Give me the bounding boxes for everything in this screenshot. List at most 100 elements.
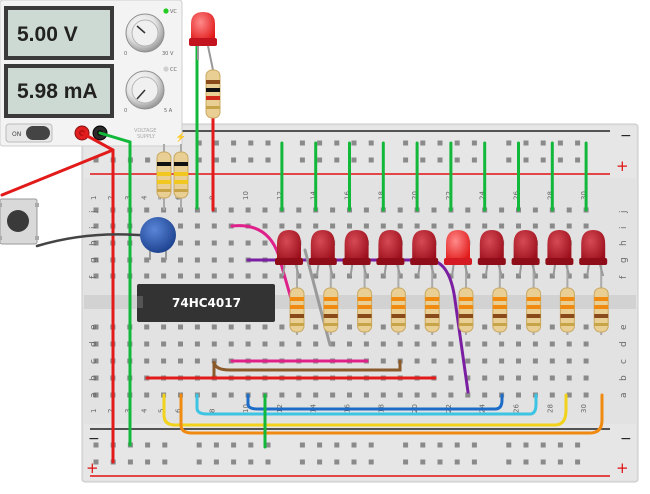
rail-hole[interactable] [213,140,219,146]
rail-hole[interactable] [231,459,237,465]
rail-hole[interactable] [317,157,323,163]
hole[interactable] [144,273,150,279]
hole[interactable] [516,358,521,364]
hole[interactable] [482,341,488,347]
hole[interactable] [245,341,251,347]
wire-brown[interactable] [212,359,402,378]
hole[interactable] [347,223,352,229]
rail-hole[interactable] [403,442,409,448]
hole[interactable] [93,273,99,279]
rail-hole[interactable] [351,442,357,448]
rail-hole[interactable] [420,459,426,465]
hole[interactable] [448,392,454,398]
rail-hole[interactable] [557,442,563,448]
hole[interactable] [245,207,251,213]
rail-hole[interactable] [437,442,443,448]
hole[interactable] [566,392,572,398]
hole[interactable] [262,324,268,330]
hole[interactable] [566,207,572,213]
hole[interactable] [465,223,471,229]
rail-hole[interactable] [557,140,563,146]
hole[interactable] [583,273,589,279]
rail-hole[interactable] [575,157,581,163]
rail-hole[interactable] [334,157,340,163]
hole[interactable] [549,358,555,364]
rail-hole[interactable] [334,442,340,448]
wire-cyan[interactable] [195,393,538,416]
hole[interactable] [583,375,589,381]
rail-hole[interactable] [454,140,460,146]
hole[interactable] [482,223,488,229]
hole[interactable] [262,207,268,213]
hole[interactable] [93,392,99,398]
rail-hole[interactable] [145,459,151,465]
rail-hole[interactable] [299,157,305,163]
hole[interactable] [448,223,454,229]
wire-supply-negative[interactable] [98,131,132,447]
hole[interactable] [414,341,420,347]
rail-hole[interactable] [213,442,219,448]
hole[interactable] [448,358,454,364]
hole[interactable] [161,257,167,263]
wire-blue[interactable] [246,393,504,411]
hole[interactable] [211,240,217,246]
hole[interactable] [296,223,302,229]
hole[interactable] [414,223,420,229]
hole[interactable] [211,257,217,263]
hole[interactable] [313,341,319,347]
hole[interactable] [499,223,505,229]
wire-button-red[interactable] [0,148,115,197]
rail-hole[interactable] [265,442,271,448]
hole[interactable] [516,273,521,279]
led[interactable] [342,230,373,335]
hole[interactable] [93,375,99,381]
hole[interactable] [161,324,167,330]
rail-hole[interactable] [317,459,323,465]
hole[interactable] [380,358,386,364]
hole[interactable] [194,358,200,364]
hole[interactable] [178,223,183,229]
hole[interactable] [296,341,302,347]
rail-hole[interactable] [334,140,340,146]
hole[interactable] [549,324,555,330]
hole[interactable] [178,273,183,279]
hole[interactable] [194,223,200,229]
rail-hole[interactable] [471,157,477,163]
rail-hole[interactable] [471,459,477,465]
hole[interactable] [279,341,285,347]
hole[interactable] [431,358,437,364]
rail-hole[interactable] [196,140,202,146]
hole[interactable] [245,273,251,279]
hole[interactable] [532,358,538,364]
pull-resistor-2[interactable] [173,144,189,210]
rail-hole[interactable] [437,157,443,163]
hole[interactable] [262,273,268,279]
hole[interactable] [228,341,234,347]
hole[interactable] [178,341,183,347]
hole[interactable] [245,324,251,330]
rail-hole[interactable] [368,140,374,146]
hole[interactable] [161,358,167,364]
rail-hole[interactable] [540,442,546,448]
led[interactable] [308,230,339,335]
hole[interactable] [397,223,403,229]
rail-hole[interactable] [523,157,529,163]
hole[interactable] [313,223,319,229]
rail-hole[interactable] [145,157,151,163]
hole[interactable] [414,273,420,279]
rail-hole[interactable] [403,157,409,163]
rail-hole[interactable] [471,140,477,146]
hole[interactable] [330,392,336,398]
rail-hole[interactable] [127,459,133,465]
rail-hole[interactable] [162,442,168,448]
rail-hole[interactable] [93,157,99,163]
rail-hole[interactable] [506,442,512,448]
hole[interactable] [465,341,471,347]
hole[interactable] [532,375,538,381]
hole[interactable] [279,273,285,279]
rail-hole[interactable] [557,157,563,163]
hole[interactable] [228,240,234,246]
hole[interactable] [347,392,352,398]
hole[interactable] [532,341,538,347]
hole[interactable] [228,324,234,330]
